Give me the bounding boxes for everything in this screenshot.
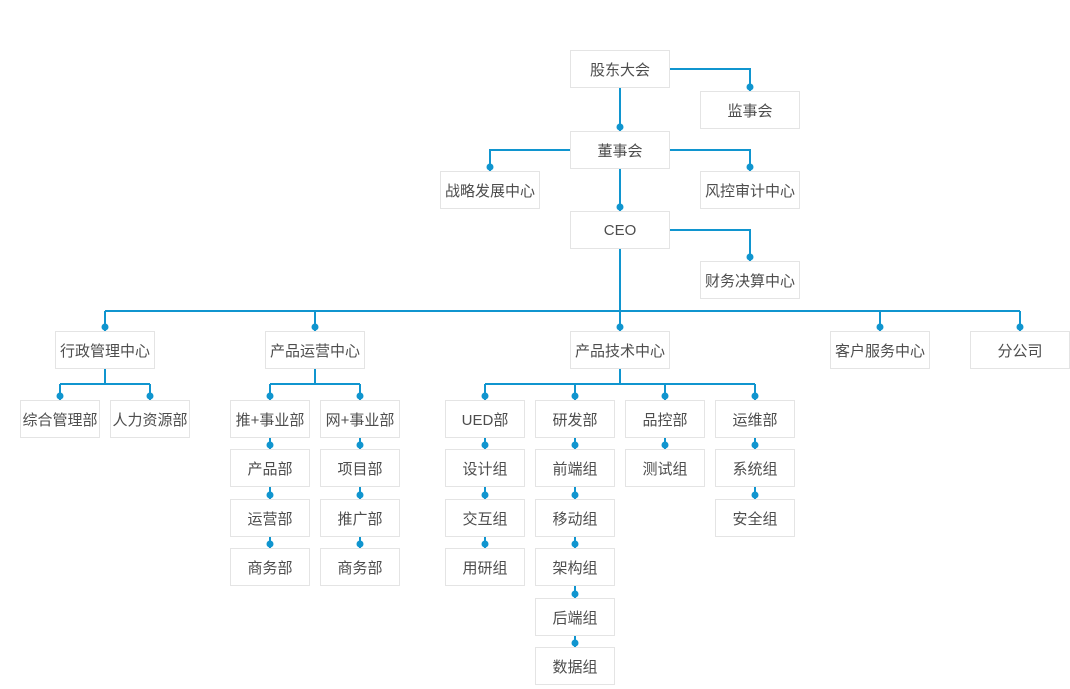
node-board-of-directors: 董事会 bbox=[570, 131, 670, 169]
node-promotion-dept: 推广部 bbox=[320, 499, 400, 537]
node-mobile-group: 移动组 bbox=[535, 499, 615, 537]
node-customer-service-center: 客户服务中心 bbox=[830, 331, 930, 369]
node-product-dept: 产品部 bbox=[230, 449, 310, 487]
node-branch-company: 分公司 bbox=[970, 331, 1070, 369]
node-strategy-development-center: 战略发展中心 bbox=[440, 171, 540, 209]
node-ued-dept: UED部 bbox=[445, 400, 525, 438]
node-general-management-dept: 综合管理部 bbox=[20, 400, 100, 438]
node-rd-dept: 研发部 bbox=[535, 400, 615, 438]
node-design-group: 设计组 bbox=[445, 449, 525, 487]
node-business-dept-2: 商务部 bbox=[320, 548, 400, 586]
node-data-group: 数据组 bbox=[535, 647, 615, 685]
node-project-dept: 项目部 bbox=[320, 449, 400, 487]
node-security-group: 安全组 bbox=[715, 499, 795, 537]
node-testing-group: 测试组 bbox=[625, 449, 705, 487]
node-risk-audit-center: 风控审计中心 bbox=[700, 171, 800, 209]
node-shareholders-meeting: 股东大会 bbox=[570, 50, 670, 88]
node-operation-dept: 运营部 bbox=[230, 499, 310, 537]
node-tui-plus-division: 推+事业部 bbox=[230, 400, 310, 438]
node-product-technology-center: 产品技术中心 bbox=[570, 331, 670, 369]
connector-dots bbox=[56, 83, 1024, 647]
node-frontend-group: 前端组 bbox=[535, 449, 615, 487]
node-architecture-group: 架构组 bbox=[535, 548, 615, 586]
node-ops-dept: 运维部 bbox=[715, 400, 795, 438]
node-system-group: 系统组 bbox=[715, 449, 795, 487]
node-interaction-group: 交互组 bbox=[445, 499, 525, 537]
node-financial-settlement-center: 财务决算中心 bbox=[700, 261, 800, 299]
node-product-operation-center: 产品运营中心 bbox=[265, 331, 365, 369]
node-ceo: CEO bbox=[570, 211, 670, 249]
node-net-plus-division: 网+事业部 bbox=[320, 400, 400, 438]
node-backend-group: 后端组 bbox=[535, 598, 615, 636]
node-supervisory-board: 监事会 bbox=[700, 91, 800, 129]
node-admin-management-center: 行政管理中心 bbox=[55, 331, 155, 369]
node-user-research-group: 用研组 bbox=[445, 548, 525, 586]
node-hr-dept: 人力资源部 bbox=[110, 400, 190, 438]
node-qc-dept: 品控部 bbox=[625, 400, 705, 438]
node-business-dept-1: 商务部 bbox=[230, 548, 310, 586]
